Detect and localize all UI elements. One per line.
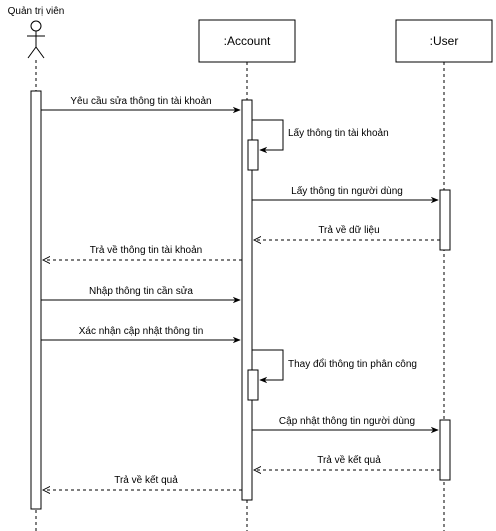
message-label: Cập nhật thông tin người dùng — [279, 416, 415, 427]
participant-user: :User — [395, 19, 493, 63]
participant-user-name: :User — [430, 34, 459, 48]
participant-account: :Account — [198, 19, 296, 63]
user-activation-bar — [439, 419, 451, 481]
participant-account-name: :Account — [224, 34, 271, 48]
account-nested-activation-bar — [247, 139, 259, 171]
message-5-return: Trả về thông tin tài khoản — [43, 244, 242, 260]
message-label: Lấy thông tin người dùng — [291, 185, 403, 197]
actor: Quản trị viên — [8, 6, 65, 59]
message-label: Trả về dữ liệu — [318, 224, 379, 236]
message-11-return: Trả về kết quả — [43, 474, 242, 490]
message-7: Xác nhận cập nhật thông tin — [41, 326, 241, 344]
message-3: Lấy thông tin người dùng — [252, 185, 439, 204]
message-label: Trả về kết quả — [114, 474, 178, 486]
message-label: Lấy thông tin tài khoản — [288, 127, 389, 139]
message-label: Trả về thông tin tài khoản — [90, 244, 202, 256]
message-4-return: Trả về dữ liệu — [254, 224, 440, 240]
message-8-self: Thay đổi thông tin phân công — [252, 349, 417, 384]
account-nested-activation-bar — [247, 369, 259, 401]
actor-stick-figure-icon — [27, 20, 45, 59]
message-2-self: Lấy thông tin tài khoản — [252, 119, 389, 154]
message-label: Nhập thông tin cần sửa — [89, 285, 193, 297]
user-activation-bar — [439, 189, 451, 251]
actor-activation-bar — [30, 90, 42, 510]
actor-name: Quản trị viên — [8, 6, 65, 17]
message-6: Nhập thông tin cần sửa — [41, 285, 241, 304]
message-label: Yêu cầu sửa thông tin tài khoản — [70, 95, 211, 107]
message-10-return: Trả về kết quả — [254, 454, 440, 470]
message-label: Trả về kết quả — [317, 454, 381, 466]
message-label: Thay đổi thông tin phân công — [288, 358, 417, 370]
message-label: Xác nhận cập nhật thông tin — [79, 326, 204, 337]
message-9: Cập nhật thông tin người dùng — [252, 416, 439, 434]
account-activation-bar — [241, 99, 253, 501]
message-1: Yêu cầu sửa thông tin tài khoản — [41, 95, 241, 114]
